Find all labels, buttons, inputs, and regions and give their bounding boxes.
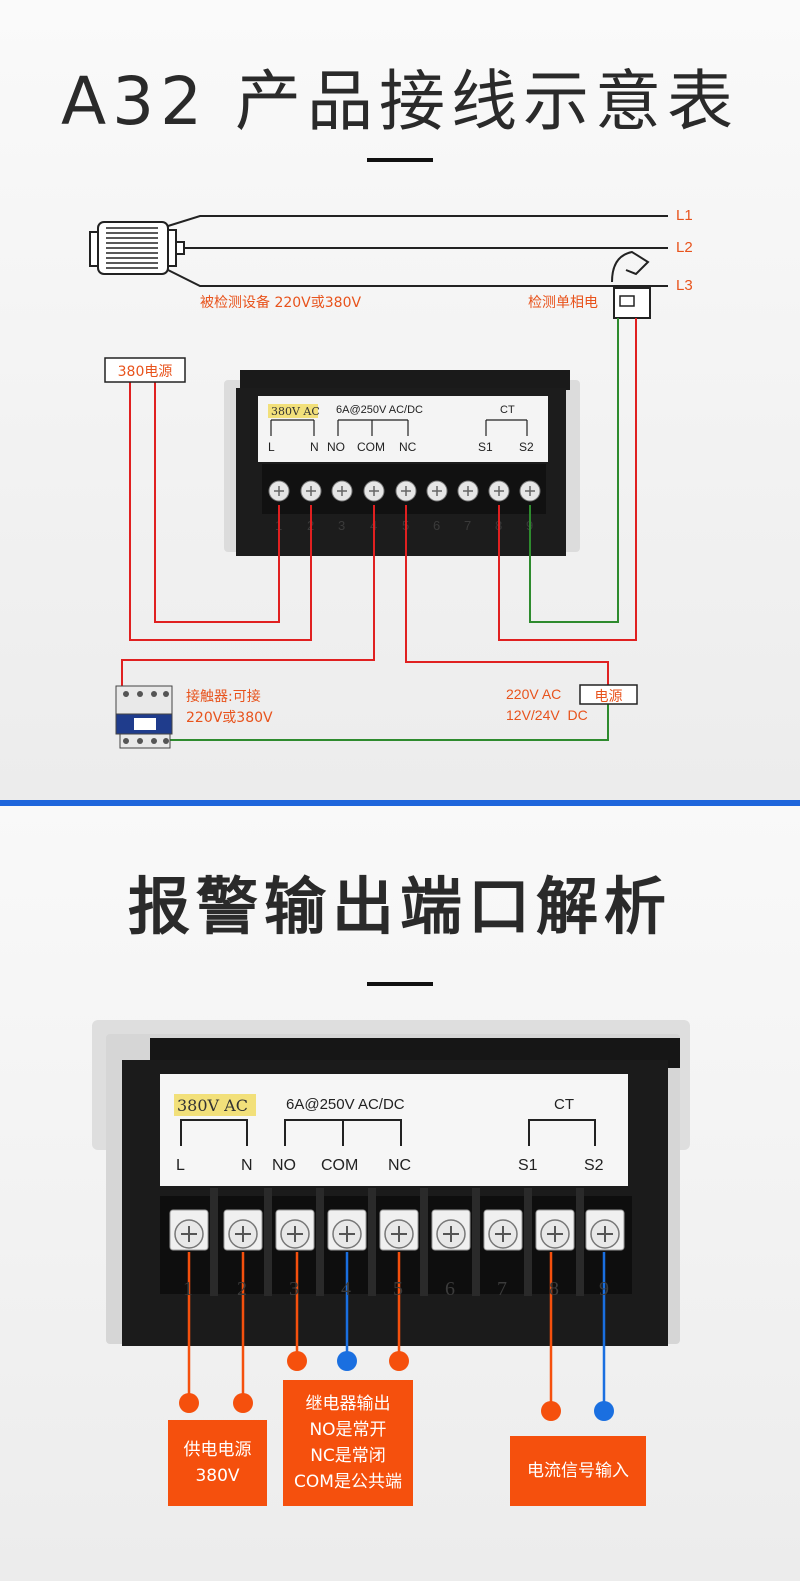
panel1-screw-number: 6 xyxy=(433,518,440,533)
ct-label: 检测单相电 xyxy=(528,295,598,311)
panel2-terminal-s2: S2 xyxy=(584,1157,604,1174)
supply-label-1: 220V AC xyxy=(506,686,562,702)
contactor-label-1: 接触器:可接 xyxy=(186,689,261,705)
panel2-voltage-badge: 380V AC xyxy=(177,1096,248,1115)
phase-label-l3: L3 xyxy=(676,277,693,294)
section-divider xyxy=(0,800,800,806)
panel2-terminal-no: NO xyxy=(272,1157,296,1174)
panel2-terminal-nc: NC xyxy=(388,1157,412,1174)
device-panel-small xyxy=(224,370,580,556)
ct-clamp-icon xyxy=(611,250,651,319)
relay-card-line: NC是常闭 xyxy=(310,1446,386,1466)
ct-card-line: 电流信号输入 xyxy=(527,1461,629,1481)
panel1-ct-header: CT xyxy=(500,404,515,416)
lead-dots xyxy=(179,1351,614,1421)
panel1-terminal-n: N xyxy=(310,440,319,454)
panel1-terminal-nc: NC xyxy=(399,440,417,454)
green-wires xyxy=(170,318,619,741)
current-signal-card: 电流信号输入 xyxy=(510,1436,646,1506)
phase-label-l1: L1 xyxy=(676,207,693,224)
title-underline xyxy=(367,982,433,986)
panel1-terminal-com: COM xyxy=(357,440,385,454)
section-title-wiring: A32 产品接线示意表 xyxy=(60,63,740,140)
panel1-terminal-l: L xyxy=(268,440,275,454)
contactor-icon xyxy=(115,685,173,749)
wiring-diagram: 380V AC 6A@250V AC/DC CT L N NO COM NC S… xyxy=(89,215,668,749)
supply-box xyxy=(579,684,638,705)
power-card-line: 供电电源 xyxy=(183,1440,252,1460)
relay-card-line: COM是公共端 xyxy=(294,1472,402,1492)
terminal-block-diagram xyxy=(92,1020,690,1421)
device-panel-large xyxy=(92,1020,690,1346)
power-supply-card: 供电电源 380V xyxy=(168,1420,267,1506)
panel2-terminal-l: L xyxy=(176,1157,185,1174)
panel1-voltage-badge: 380V AC xyxy=(271,405,320,418)
monitored-device-label: 被检测设备 220V或380V xyxy=(200,295,362,311)
lead-lines xyxy=(187,1252,606,1410)
panel1-screw-number: 7 xyxy=(464,518,471,533)
relay-card-line: NO是常开 xyxy=(309,1420,387,1440)
supply-label-2: 12V/24V DC xyxy=(506,707,588,723)
relay-output-card: 继电器输出 NO是常开 NC是常闭 COM是公共端 xyxy=(283,1380,413,1506)
panel1-terminal-s1: S1 xyxy=(478,440,493,454)
wiring-diagram-section: A32 产品接线示意表 xyxy=(0,0,800,800)
panel2-terminal-s1: S1 xyxy=(518,1157,538,1174)
supply-box-label: 电源 xyxy=(594,689,623,705)
phase-lines xyxy=(167,215,668,287)
panel2-terminal-n: N xyxy=(241,1157,253,1174)
panel2-relay-rating: 6A@250V AC/DC xyxy=(286,1096,405,1113)
title-underline xyxy=(367,158,433,162)
panel1-terminal-no: NO xyxy=(327,440,345,454)
panel1-screw-number: 3 xyxy=(338,518,345,533)
power-box-label: 380电源 xyxy=(117,364,173,380)
alarm-output-section: 报警输出端口解析 xyxy=(0,806,800,1581)
contactor-label-2: 220V或380V xyxy=(186,710,273,726)
red-wires xyxy=(121,318,637,690)
power-box xyxy=(104,357,186,383)
panel1-terminal-s2: S2 xyxy=(519,440,534,454)
panel1-relay-rating: 6A@250V AC/DC xyxy=(336,404,423,416)
panel2-ct-header: CT xyxy=(554,1096,574,1113)
phase-label-l2: L2 xyxy=(676,239,693,256)
panel2-terminal-com: COM xyxy=(321,1157,359,1174)
relay-card-line: 继电器输出 xyxy=(305,1394,391,1414)
power-card-line: 380V xyxy=(195,1466,240,1486)
section-title-alarm: 报警输出端口解析 xyxy=(127,870,672,943)
motor-icon xyxy=(89,221,185,275)
